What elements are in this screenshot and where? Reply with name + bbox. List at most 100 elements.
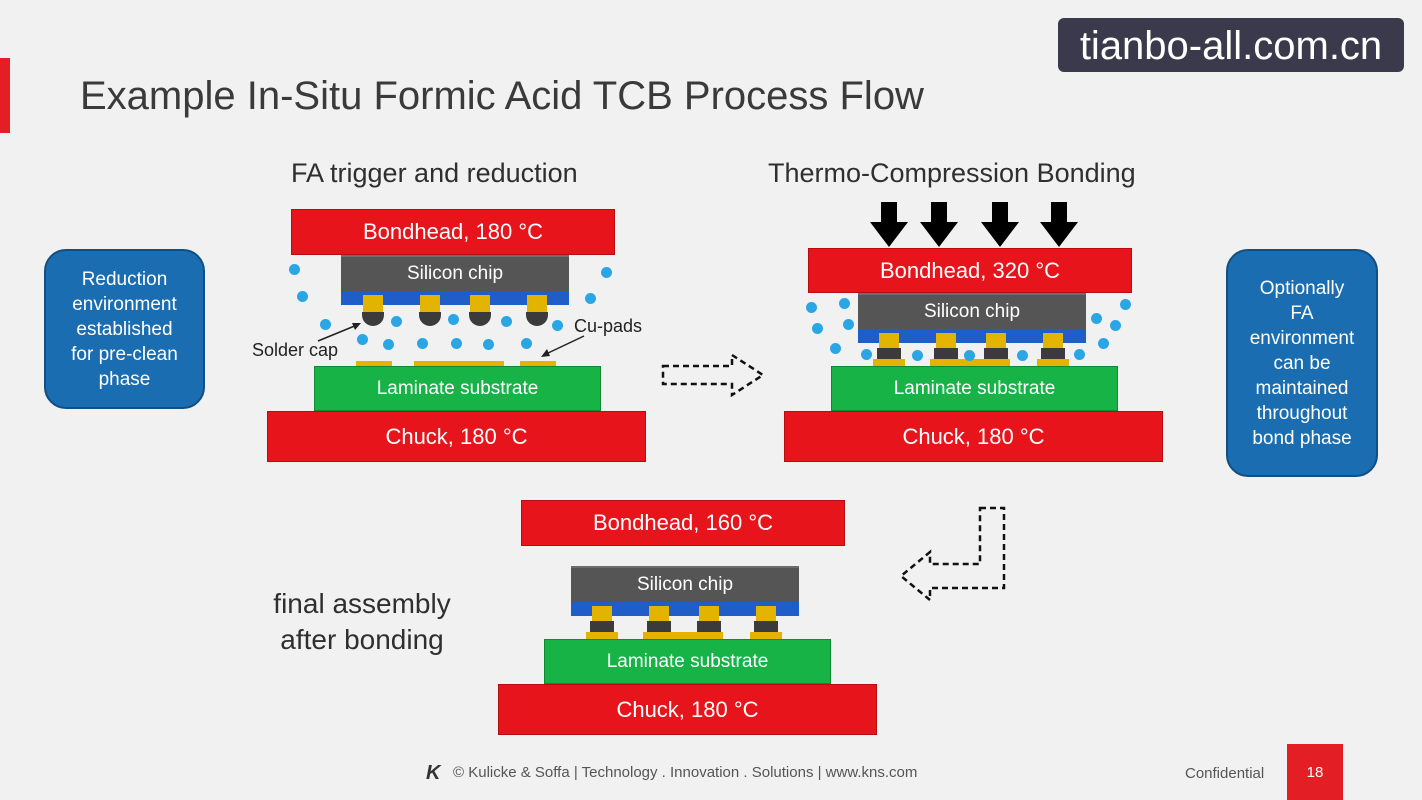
formic-acid-dot: [585, 293, 596, 304]
down-arrow-icon: [920, 202, 958, 247]
formic-acid-dot: [417, 338, 428, 349]
panel3-bondhead: Bondhead, 160 °C: [521, 500, 845, 546]
solder-cap-pointer: [317, 324, 358, 342]
formic-acid-dot: [1120, 299, 1131, 310]
cu-pad: [586, 632, 618, 639]
solder-joint: [984, 348, 1008, 359]
formic-acid-dot: [912, 350, 923, 361]
panel3-chuck: Chuck, 180 °C: [498, 684, 877, 735]
cu-pillar: [879, 333, 899, 349]
formic-acid-dot: [357, 334, 368, 345]
note-line: maintained: [1255, 377, 1349, 399]
cu-pillar: [1043, 333, 1063, 349]
cu-pad: [750, 632, 782, 639]
formic-acid-dot: [1091, 313, 1102, 324]
solder-cap-pointer-head: [352, 323, 361, 330]
down-arrow-icon: [981, 202, 1019, 247]
cu-pad: [414, 361, 504, 367]
panel1-chuck: Chuck, 180 °C: [267, 411, 646, 462]
solder-cap: [419, 312, 441, 326]
formic-acid-dot: [320, 319, 331, 330]
force-arrows: [870, 202, 1078, 247]
note-line: environment: [1249, 327, 1355, 349]
cu-pad: [930, 359, 1010, 366]
solder-joint: [697, 621, 721, 632]
solder-cap: [362, 312, 384, 326]
panel2-title: Thermo-Compression Bonding: [768, 158, 1136, 188]
cu-pillar: [986, 333, 1006, 349]
solder-joint: [1041, 348, 1065, 359]
panel3-chip-passivation: [571, 602, 799, 616]
footer-copyright: © Kulicke & Soffa | Technology . Innovat…: [453, 764, 918, 781]
accent-bar: [0, 58, 10, 133]
cu-pillar: [699, 606, 719, 622]
panel2-silicon-chip: Silicon chip: [858, 293, 1086, 329]
solder-cap: [469, 312, 491, 326]
solder-cap: [526, 312, 548, 326]
cu-pillar: [470, 295, 490, 313]
slide-title: Example In-Situ Formic Acid TCB Process …: [80, 74, 924, 118]
note-line: Reduction: [81, 268, 168, 290]
formic-acid-dot: [448, 314, 459, 325]
panel2-chuck: Chuck, 180 °C: [784, 411, 1163, 462]
cu-pad: [1037, 359, 1069, 366]
cu-pillar: [527, 295, 547, 313]
flow-arrow-elbow: [899, 506, 1006, 603]
note-line: throughout: [1256, 402, 1348, 424]
cu-pad: [643, 632, 723, 639]
formic-acid-dot: [861, 349, 872, 360]
flow-arrow-elbow-shape: [899, 506, 1006, 603]
cu-pillar: [420, 295, 440, 313]
kns-logo: K: [426, 762, 441, 784]
panel2-bondhead: Bondhead, 320 °C: [808, 248, 1132, 293]
formic-acid-dot: [812, 323, 823, 334]
final-assembly-label: final assembly after bonding: [252, 586, 472, 658]
cu-pad: [520, 361, 556, 367]
solder-joint: [647, 621, 671, 632]
formic-acid-dot: [839, 298, 850, 309]
watermark: tianbo-all.com.cn: [1058, 18, 1404, 72]
formic-acid-dot: [830, 343, 841, 354]
panel3-silicon-chip: Silicon chip: [571, 566, 799, 602]
note-optional-fa-environment: Optionally FA environment can be maintai…: [1226, 249, 1378, 477]
formic-acid-dot: [1110, 320, 1121, 331]
note-line: Optionally: [1259, 277, 1345, 299]
solder-joint: [934, 348, 958, 359]
formic-acid-dot: [806, 302, 817, 313]
formic-acid-dot: [1074, 349, 1085, 360]
note-line: can be: [1273, 352, 1331, 374]
formic-acid-dot: [483, 339, 494, 350]
flow-arrow-right-shape: [661, 352, 766, 398]
page-number: 18: [1287, 744, 1343, 800]
note-line: phase: [98, 368, 151, 390]
solder-joint: [877, 348, 901, 359]
note-line: established: [76, 318, 173, 340]
formic-acid-dot: [297, 291, 308, 302]
note-line: environment: [72, 293, 177, 315]
formic-acid-dot: [391, 316, 402, 327]
panel3-laminate-substrate: Laminate substrate: [544, 639, 831, 684]
formic-acid-dot: [501, 316, 512, 327]
cu-pillar: [649, 606, 669, 622]
note-line: bond phase: [1252, 427, 1352, 449]
final-assembly-line: after bonding: [280, 624, 444, 655]
cu-pad: [356, 361, 392, 367]
down-arrow-icon: [870, 202, 908, 247]
panel2-chip-passivation: [858, 329, 1086, 343]
cu-pads-label: Cu-pads: [574, 316, 643, 336]
cu-pillar: [756, 606, 776, 622]
formic-acid-dot: [521, 338, 532, 349]
panel1-silicon-chip: Silicon chip: [341, 255, 569, 291]
panel2-laminate-substrate: Laminate substrate: [831, 366, 1118, 411]
footer-confidential: Confidential: [1185, 765, 1265, 782]
solder-joint: [590, 621, 614, 632]
formic-acid-dot: [451, 338, 462, 349]
formic-acid-dot: [552, 320, 563, 331]
cu-pads-pointer-head: [541, 349, 550, 357]
formic-acid-dot: [1017, 350, 1028, 361]
panel1-chip-passivation: [341, 291, 569, 305]
panel1-title: FA trigger and reduction: [291, 158, 578, 188]
solder-cap-label: Solder cap: [252, 340, 339, 360]
final-assembly-line: final assembly: [273, 588, 451, 619]
